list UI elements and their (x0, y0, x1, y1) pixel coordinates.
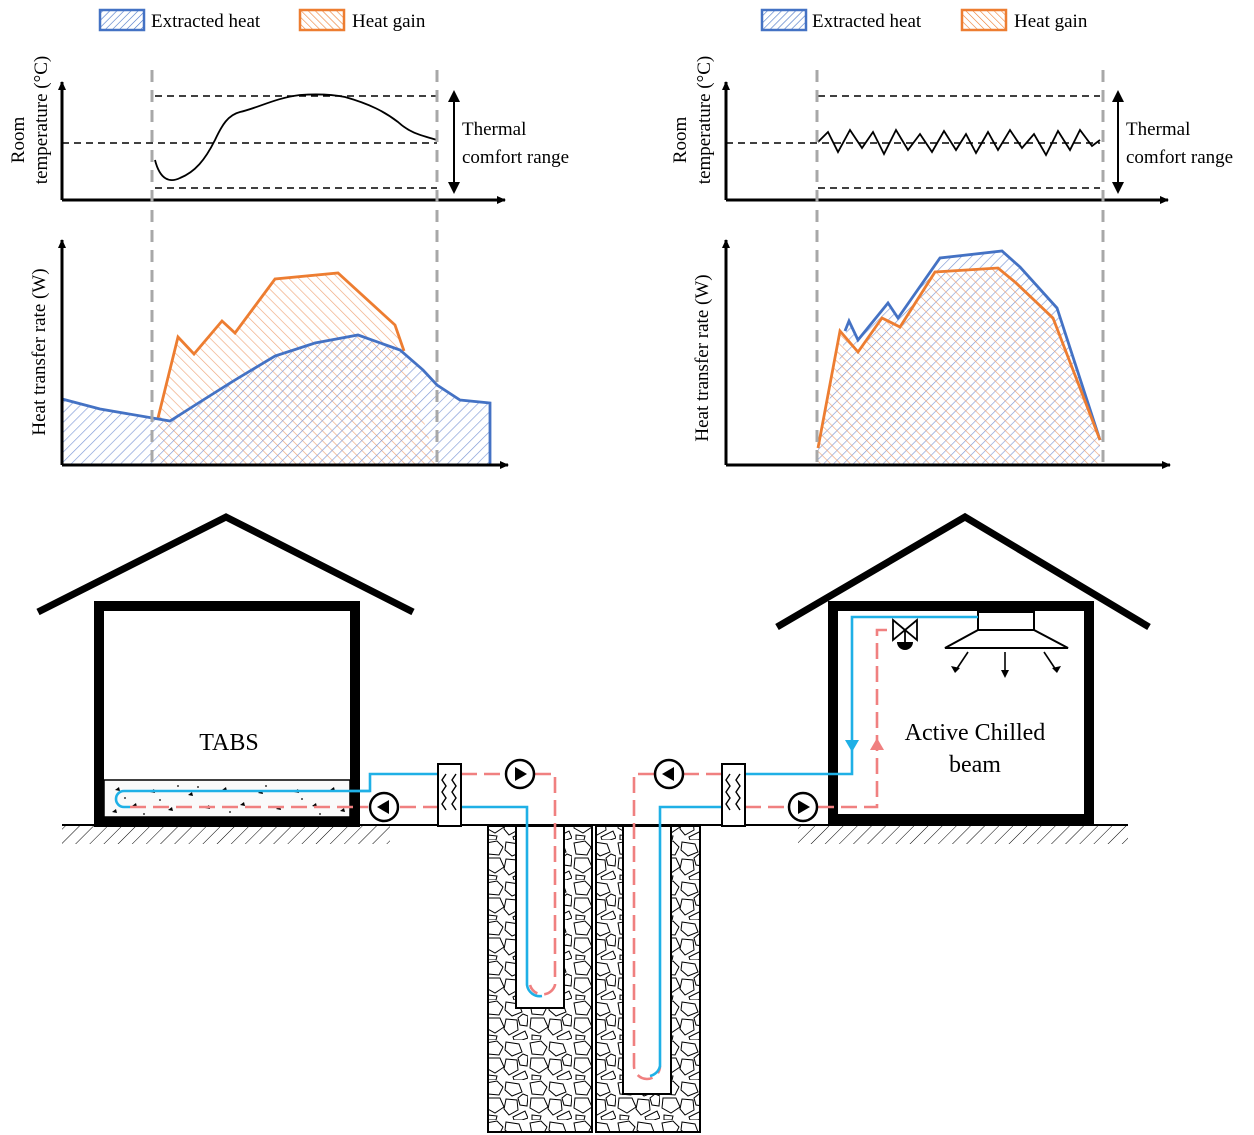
pump-icon (504, 758, 536, 790)
valve-icon (892, 618, 918, 650)
tabs-label: TABS (199, 730, 258, 756)
left-piping (114, 772, 557, 998)
right-temp-ylabel-line1: Room (670, 117, 691, 164)
left-roof (36, 513, 415, 616)
heat-gain-line (156, 271, 406, 419)
right-piping (632, 615, 978, 1081)
flow-arrow-up (870, 738, 884, 750)
borehole-right-shaft (622, 825, 672, 1095)
right-temp-ylabel-line2: temperature (°C) (694, 56, 715, 184)
heat-exchanger-icon (721, 763, 746, 827)
legend-swatch-extracted-heat (98, 8, 146, 32)
right-building-walls (828, 601, 1094, 824)
left-temperature-plot: Thermal comfort range Room temperature (… (8, 56, 569, 204)
heat-gain-line (816, 266, 1102, 449)
left-temp-ylabel-line2: temperature (°C) (31, 56, 52, 184)
room-temperature-curve (817, 128, 1101, 157)
chilled-beam-icon (944, 611, 1069, 678)
flow-arrow-down (845, 740, 859, 752)
legend-right: Extracted heat Heat gain (760, 8, 1088, 32)
right-roof (775, 512, 1151, 631)
right-comfort-label-line1: Thermal (1126, 119, 1190, 140)
borehole-icon (487, 825, 701, 1133)
heat-gain-area (818, 268, 1100, 465)
legend-swatch-heat-gain (960, 8, 1008, 32)
heat-exchanger-icon (437, 763, 462, 827)
tabs-coil-cold (114, 789, 370, 809)
ground (62, 824, 1128, 844)
left-heat-plot: Heat transfer rate (W) (29, 239, 509, 469)
left-comfort-label-line1: Thermal (462, 119, 526, 140)
chilled-beam-label-line1: Active Chilled (905, 720, 1046, 746)
right-heat-plot: Heat transfer rate (W) (692, 239, 1171, 469)
right-heat-ylabel: Heat transfer rate (W) (692, 274, 713, 441)
extracted-heat-line (843, 249, 1102, 441)
legend-label-extracted-heat: Extracted heat (151, 11, 261, 32)
legend-swatch-extracted-heat (760, 8, 808, 32)
left-building: TABS (36, 513, 415, 827)
legend-swatch-heat-gain (298, 8, 346, 32)
pump-icon (368, 791, 400, 823)
extracted-heat-line (60, 333, 492, 465)
chilled-beam-label-line2: beam (949, 752, 1001, 778)
left-temp-ylabel-line1: Room (8, 117, 29, 164)
right-building: Active Chilled beam (775, 512, 1151, 824)
left-heat-ylabel: Heat transfer rate (W) (29, 268, 50, 435)
pump-icon (653, 758, 685, 790)
right-comfort-label-line2: comfort range (1126, 147, 1233, 168)
legend-label-heat-gain: Heat gain (1014, 11, 1088, 32)
pump-icon (787, 791, 819, 823)
left-comfort-label-line2: comfort range (462, 147, 569, 168)
extracted-heat-area (62, 335, 490, 465)
legend-label-heat-gain: Heat gain (352, 11, 426, 32)
legend-left: Extracted heat Heat gain (98, 8, 426, 32)
left-building-walls (94, 601, 360, 827)
tabs-concrete-slab (103, 779, 351, 818)
legend-label-extracted-heat: Extracted heat (812, 11, 922, 32)
right-temperature-plot: Thermal comfort range Room temperature (… (670, 56, 1233, 204)
borehole-left-shaft (515, 825, 565, 1009)
room-temperature-curve (154, 93, 438, 182)
